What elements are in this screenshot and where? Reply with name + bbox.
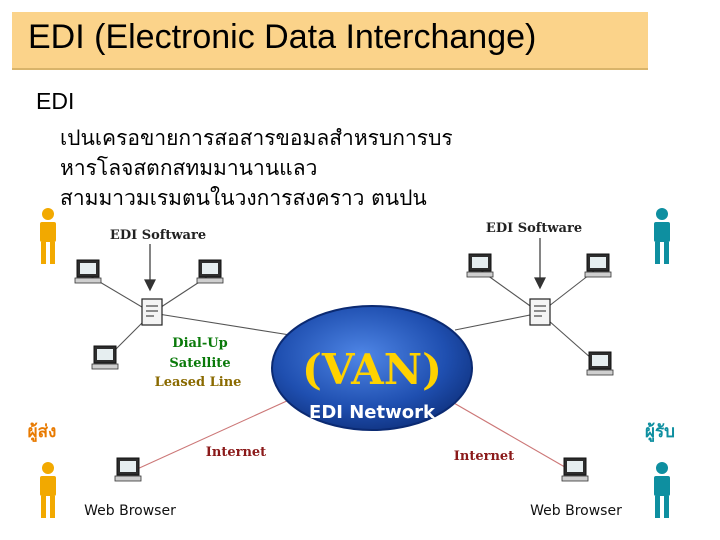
van-label: (VAN) [302,345,442,394]
receiver-person-icon [654,208,670,264]
internet-right-label: Internet [454,449,514,464]
bullet-line-1: เปนเครอขายการสอสารขอมลสำหรบการบร [60,126,453,150]
receiver-label: ผู้รับ [645,422,675,443]
van-network-ellipse [271,305,473,431]
edi-server-right-icon [529,298,551,326]
receiver-person-icon [654,462,670,518]
sender-person-icon [40,208,56,264]
leased-line-label: Leased Line [155,375,242,390]
internet-link-right [439,394,571,471]
computer-icon [196,259,224,284]
edi-server-left-icon [141,298,163,326]
edi-software-left-label: EDI Software [110,228,206,243]
title-divider [12,68,648,70]
software-arrows [144,238,546,292]
computer-icon [74,259,102,284]
computer-icon [586,351,614,376]
edi-network-label: EDI Network [309,402,436,423]
bullet-heading: EDI [36,88,75,114]
internet-link-left [134,394,301,471]
bullet-line-3: สามมาวมเรมตนในวงการสงคราว ตนปน [60,186,427,210]
computer-icon [584,253,612,278]
computer-icon [466,253,494,278]
right-cluster-links [454,267,601,367]
sender-person-icon [40,462,56,518]
sender-label: ผู้ส่ง [28,422,57,443]
bullet-line-2: หารโลจสตกสทมมานานแลว [60,156,318,180]
slide-title: EDI (Electronic Data Interchange) [28,18,537,56]
dialup-label: Dial-Up [172,336,227,351]
title-bar [12,12,648,68]
computer-icon [114,457,142,482]
computer-icon [561,457,589,482]
satellite-label: Satellite [169,356,230,371]
computer-icon [91,345,119,370]
web-browser-right-label: Web Browser [530,503,622,519]
internet-left-label: Internet [206,445,266,460]
edi-software-right-label: EDI Software [486,221,582,236]
web-browser-left-label: Web Browser [84,503,176,519]
